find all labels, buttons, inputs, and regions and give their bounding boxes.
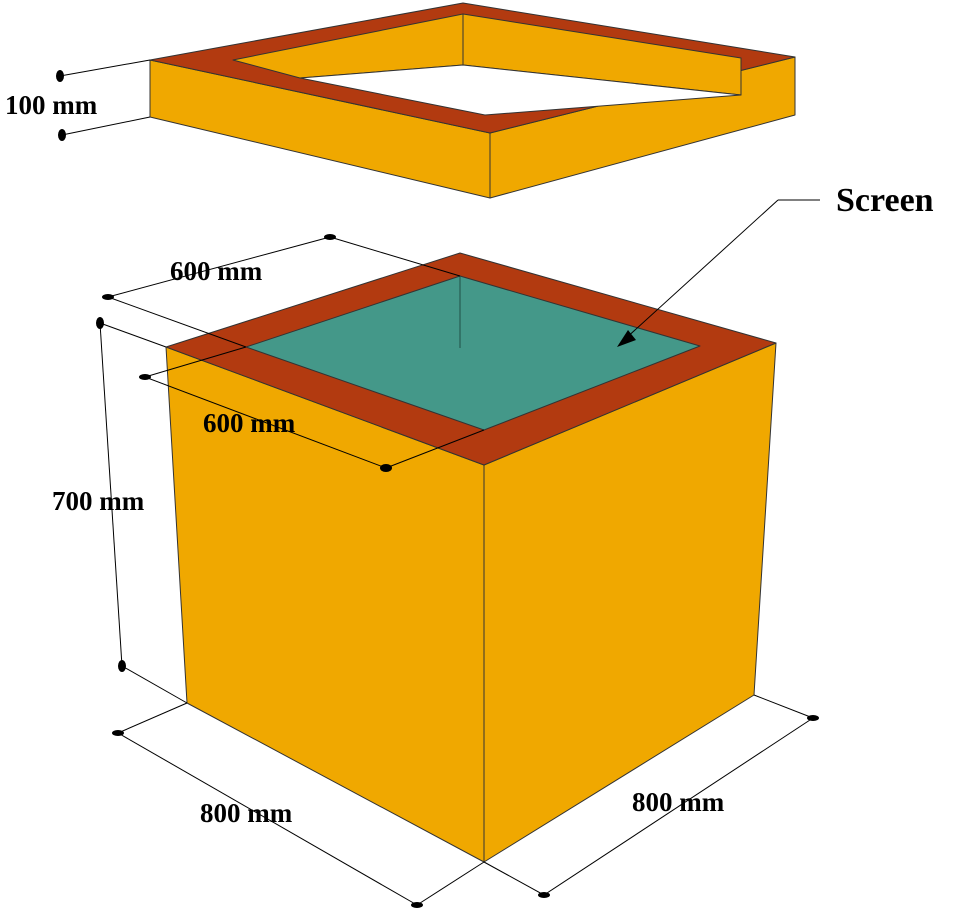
outer-width-dot-b <box>411 902 423 908</box>
lid-height-label: 100 mm <box>5 90 98 120</box>
outer-depth-dot-b <box>807 715 819 721</box>
lid-height-bottom-extension <box>61 116 151 136</box>
screen-callout <box>617 199 820 347</box>
outer-depth-dim <box>543 717 814 896</box>
inner-width-ext-b <box>329 236 461 277</box>
box-body <box>165 252 777 863</box>
inner-width-dot-b <box>324 234 336 240</box>
box-screen <box>245 275 701 431</box>
height-dot-bottom <box>118 660 126 672</box>
outer-depth-ext-b <box>753 694 814 719</box>
outer-width-ext-b <box>416 861 485 906</box>
lid-opening <box>299 64 742 116</box>
inner-depth-dim <box>144 376 387 469</box>
inner-depth-dot-b <box>380 464 392 472</box>
lid-height-top-dot <box>56 70 64 82</box>
height-label: 700 mm <box>52 486 145 516</box>
height-ext-bottom <box>121 665 188 704</box>
screen-leader-diagonal <box>623 199 779 341</box>
inner-depth-ext-a <box>144 346 247 378</box>
inner-depth-label: 600 mm <box>203 408 296 438</box>
lid-frame <box>149 2 796 199</box>
outer-depth-label: 800 mm <box>632 787 725 817</box>
screen-label: Screen <box>836 182 934 219</box>
outer-width-label: 800 mm <box>200 798 293 828</box>
inner-width-dot-a <box>102 294 114 300</box>
outer-width-ext-a <box>117 702 188 734</box>
outer-depth-dot-a <box>538 892 550 898</box>
height-ext-top <box>99 322 167 348</box>
inner-width-label: 600 mm <box>170 256 263 286</box>
height-dot-top <box>96 317 104 329</box>
lid-height-top-extension <box>59 59 151 77</box>
screen-arrowhead <box>617 330 636 347</box>
lid-height-bottom-dot <box>58 129 66 141</box>
inner-width-dim <box>107 236 331 298</box>
height-dim <box>99 322 123 667</box>
inner-depth-dot-a <box>139 374 151 380</box>
inner-depth-ext-b <box>385 429 485 469</box>
outer-depth-ext-a <box>483 861 545 896</box>
dimension-lines <box>56 59 819 908</box>
outer-width-dot-a <box>112 730 124 736</box>
inner-width-ext-a <box>107 296 247 348</box>
outer-width-dim <box>117 732 418 906</box>
